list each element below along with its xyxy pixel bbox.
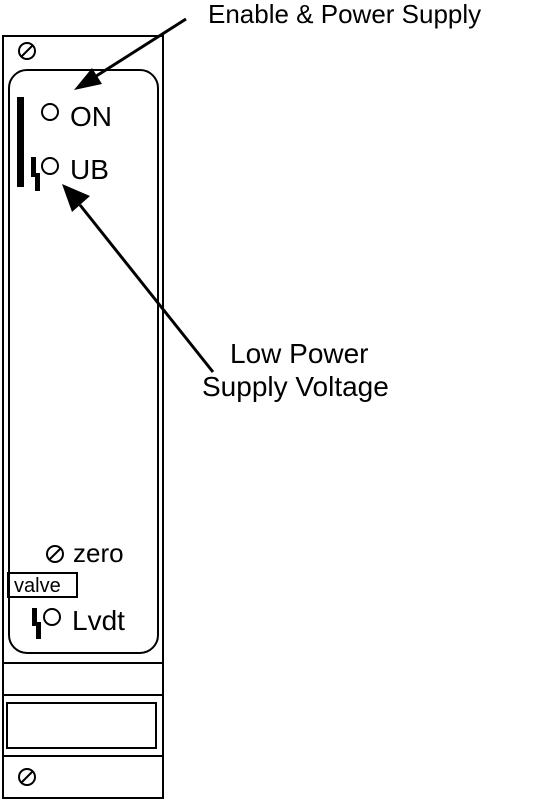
ub-fault-lightning-icon	[31, 157, 40, 191]
zero-label: zero	[73, 538, 124, 568]
enable-bar-icon	[17, 97, 24, 187]
callout-enable-power-supply: Enable & Power Supply	[208, 0, 481, 29]
callout-low-power-line2: Supply Voltage	[202, 371, 389, 402]
zero-pot-icon	[46, 545, 64, 563]
valve-box	[7, 572, 78, 598]
lvdt-led-icon	[43, 608, 61, 626]
on-led-icon	[41, 103, 59, 121]
label-slot	[6, 702, 157, 749]
lvdt-fault-lightning-icon	[32, 608, 41, 639]
screw-icon	[18, 768, 36, 786]
on-label: ON	[70, 101, 112, 132]
screw-icon	[18, 42, 36, 60]
callout-low-power-line1: Low Power	[230, 338, 369, 369]
valve-label: valve	[14, 575, 61, 597]
front-panel	[8, 69, 159, 654]
module-housing	[2, 35, 164, 799]
ub-led-icon	[41, 157, 59, 175]
callout-arrow-bottom	[62, 184, 215, 373]
lvdt-label: Lvdt	[72, 605, 125, 636]
callout-arrow-top	[74, 17, 187, 90]
ub-label: UB	[70, 154, 109, 185]
